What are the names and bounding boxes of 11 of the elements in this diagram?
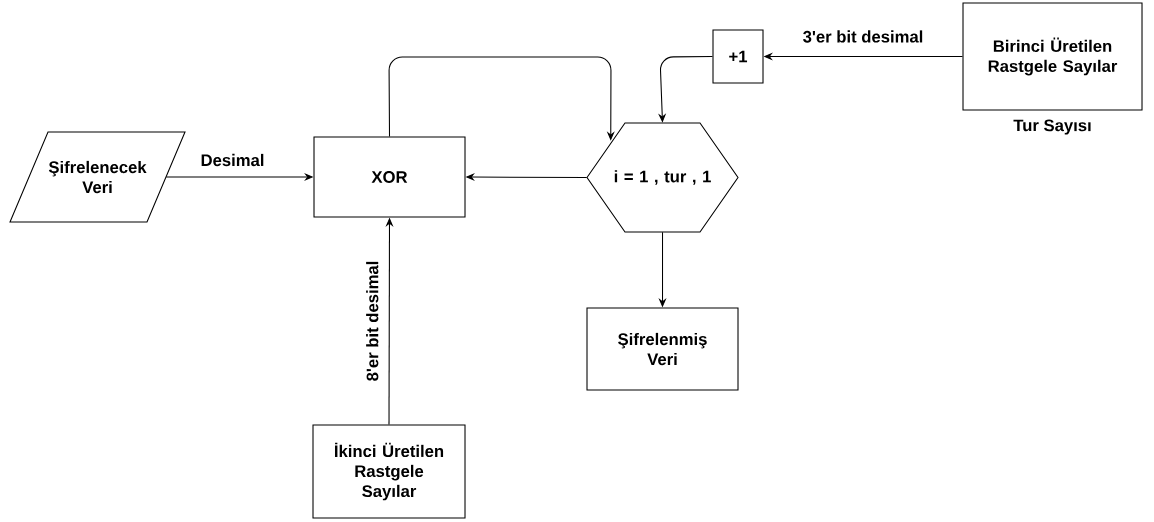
input-box: İkinci Üretilen Rastgele Sayılar [312, 424, 466, 519]
output-box: Şifrelenmiş Veri [586, 307, 739, 391]
increment-box: +1 [712, 29, 764, 84]
loop-hexagon: i = 1 , tur , 1 [586, 122, 739, 233]
edge-label: 3'er bit desimal [801, 29, 925, 44]
node-caption: Tur Sayısı [1013, 119, 1091, 135]
process-box: XOR [313, 136, 466, 218]
data-parallelogram: Şifrelenecek Veri [9, 131, 186, 223]
edge-label: 8'er bit desimal [364, 259, 380, 383]
edge-label: Desimal [199, 152, 266, 168]
input-box: Birinci Üretilen Rastgele Sayılar [962, 2, 1143, 111]
